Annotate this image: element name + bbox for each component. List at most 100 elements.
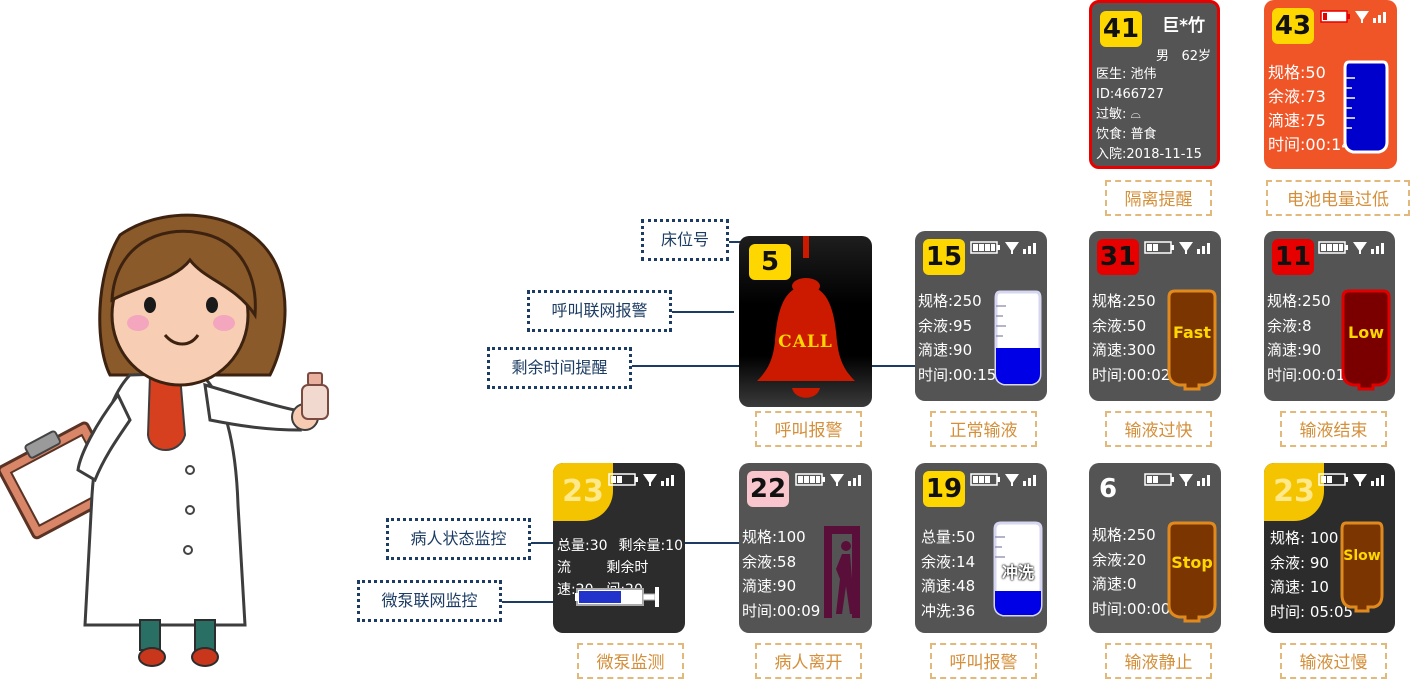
bed-number-badge: 23 — [553, 463, 613, 521]
drip-rate-text: 滴速:0 — [1092, 575, 1137, 593]
remain-amount-text: 剩余量:10 — [618, 538, 683, 554]
iv-bag-icon — [994, 290, 1042, 386]
spec-text: 规格:100 — [742, 528, 806, 546]
bed-number-badge: 41 — [1100, 11, 1142, 47]
time-text: 时间:00:09 — [742, 601, 821, 620]
caption-normal-infusion: 正常输液 — [930, 411, 1037, 447]
remain-text: 余液:14 — [921, 552, 976, 571]
label-time-remind: 剩余时间提醒 — [487, 347, 632, 389]
allergy-text: 过敏: ⌓ — [1096, 107, 1141, 122]
patient-gender-age: 男 62岁 — [1156, 49, 1211, 64]
caption-battery-low: 电池电量过低 — [1266, 180, 1410, 216]
iv-bag-icon — [1167, 521, 1217, 623]
exit-door-icon — [824, 526, 860, 618]
infusion-info: 规格:250 余液:95 滴速:90 时间:00:15 — [918, 289, 996, 387]
bed-number-badge: 31 — [1097, 239, 1139, 275]
remain-text: 余液: 90 — [1270, 553, 1329, 572]
iv-bag-icon — [1341, 289, 1391, 391]
status-icons — [1318, 241, 1384, 254]
spec-text: 规格: 100 — [1270, 529, 1339, 547]
status-icons — [1144, 473, 1210, 486]
bed-number-badge: 23 — [1264, 463, 1324, 521]
flush-card[interactable]: 19 总量:50 余液:14 滴速:48 冲洗:36 冲洗 — [915, 463, 1047, 633]
connector-pump — [500, 601, 566, 603]
end-infusion-card[interactable]: 11 规格:250 余液:8 滴速:90 时间:00:01 Low — [1264, 231, 1395, 401]
spec-text: 规格:50 — [1268, 63, 1326, 82]
iv-bag-icon — [1167, 289, 1217, 391]
bed-number-badge: 43 — [1272, 8, 1314, 44]
status-icons — [970, 241, 1036, 254]
infusion-info: 规格: 100 余液: 90 滴速: 10 时间: 05:05 — [1270, 526, 1353, 624]
syringe-icon — [575, 587, 659, 607]
call-alarm-card[interactable]: CALL 5 — [739, 236, 872, 407]
infusion-info: 规格:250 余液:50 滴速:300 时间:00:02 — [1092, 289, 1170, 387]
caption-micro-pump: 微泵监测 — [577, 643, 684, 679]
drip-rate-text: 滴速:300 — [1092, 341, 1156, 359]
iv-bag-icon — [993, 521, 1043, 617]
total-text: 总量:50 — [921, 528, 976, 546]
stop-infusion-card[interactable]: 6 规格:250 余液:20 滴速:0 时间:00:00 Stop — [1089, 463, 1221, 633]
status-icons — [795, 473, 861, 486]
status-icons — [970, 473, 1036, 486]
patient-info: 医生: 池伟 ID:466727 过敏: ⌓ 饮食: 普食 入院:2018-11… — [1096, 65, 1202, 165]
doctor-text: 医生: 池伟 — [1096, 67, 1157, 82]
time-text: 时间: 05:05 — [1270, 602, 1354, 621]
normal-infusion-card[interactable]: 15 规格:250 余液:95 滴速:90 时间:00:15 — [915, 231, 1047, 401]
isolation-card[interactable]: 41 巨*竹 男 62岁 医生: 池伟 ID:466727 过敏: ⌓ 饮食: … — [1089, 0, 1220, 169]
slow-infusion-card[interactable]: 23 规格: 100 余液: 90 滴速: 10 时间: 05:05 Slow — [1264, 463, 1395, 633]
iv-bag-icon — [1343, 60, 1389, 154]
infusion-info: 总量:50 余液:14 滴速:48 冲洗:36 — [921, 525, 975, 623]
caption-fast-infusion: 输液过快 — [1105, 411, 1212, 447]
patient-leave-card[interactable]: 22 规格:100 余液:58 滴速:90 时间:00:09 — [739, 463, 872, 633]
infusion-info: 规格:100 余液:58 滴速:90 时间:00:09 — [742, 525, 820, 623]
spec-text: 规格:250 — [1092, 526, 1156, 544]
spec-text: 规格:250 — [1092, 292, 1156, 310]
label-call-alarm: 呼叫联网报警 — [527, 290, 672, 332]
time-text: 时间:00:14 — [1268, 135, 1352, 154]
time-text: 时间:00:02 — [1092, 365, 1171, 384]
remain-text: 余液:50 — [1092, 316, 1147, 335]
label-patient-monitor: 病人状态监控 — [386, 518, 531, 560]
spec-text: 规格:250 — [918, 292, 982, 310]
time-text: 时间:00:00 — [1092, 599, 1171, 618]
nurse-illustration — [0, 213, 329, 667]
status-icons — [1318, 473, 1384, 486]
bed-number-badge: 6 — [1099, 474, 1118, 504]
flush-text: 冲洗:36 — [921, 601, 976, 620]
bag-status-text: Slow — [1343, 548, 1381, 564]
patient-name: 巨*竹 — [1162, 16, 1205, 36]
connector-call — [672, 311, 734, 313]
infusion-info: 规格:250 余液:8 滴速:90 时间:00:01 — [1267, 289, 1345, 387]
infusion-info: 规格:50 余液:73 滴速:75 时间:00:14 — [1268, 61, 1352, 157]
time-text: 时间:00:15 — [918, 365, 997, 384]
caption-stop-infusion: 输液静止 — [1105, 643, 1212, 679]
fast-infusion-card[interactable]: 31 规格:250 余液:50 滴速:300 时间:00:02 Fast — [1089, 231, 1221, 401]
caption-call-alarm: 呼叫报警 — [755, 411, 862, 447]
label-bed-number: 床位号 — [641, 219, 729, 261]
drip-rate-text: 滴速:48 — [921, 577, 976, 595]
caption-slow-infusion: 输液过慢 — [1280, 643, 1387, 679]
remain-text: 余液:20 — [1092, 550, 1147, 569]
admission-text: 入院:2018-11-15 — [1096, 147, 1202, 162]
status-icons — [608, 473, 674, 486]
iv-bag-icon — [1340, 521, 1384, 613]
caption-patient-leave: 病人离开 — [755, 643, 862, 679]
caption-flush: 呼叫报警 — [930, 643, 1037, 679]
remain-text: 余液:95 — [918, 316, 973, 335]
battery-low-card[interactable]: 43 规格:50 余液:73 滴速:75 时间:00:14 — [1264, 0, 1397, 169]
bed-number-badge: 22 — [747, 471, 789, 507]
caption-isolation: 隔离提醒 — [1105, 180, 1212, 216]
drip-rate-text: 滴速:90 — [1267, 341, 1322, 359]
remain-text: 余液:73 — [1268, 87, 1326, 106]
label-pump-monitor: 微泵联网监控 — [357, 580, 502, 622]
remain-text: 余液:8 — [1267, 316, 1312, 335]
status-icons — [1144, 241, 1210, 254]
bag-status-text: Low — [1348, 323, 1384, 342]
infusion-info: 规格:250 余液:20 滴速:0 时间:00:00 — [1092, 523, 1170, 621]
drip-rate-text: 滴速: 10 — [1270, 578, 1329, 596]
patient-id-text: ID:466727 — [1096, 87, 1164, 102]
total-text: 总量:30 — [557, 538, 608, 554]
bed-number-badge: 15 — [923, 239, 965, 275]
bed-number-badge: 5 — [749, 244, 791, 280]
